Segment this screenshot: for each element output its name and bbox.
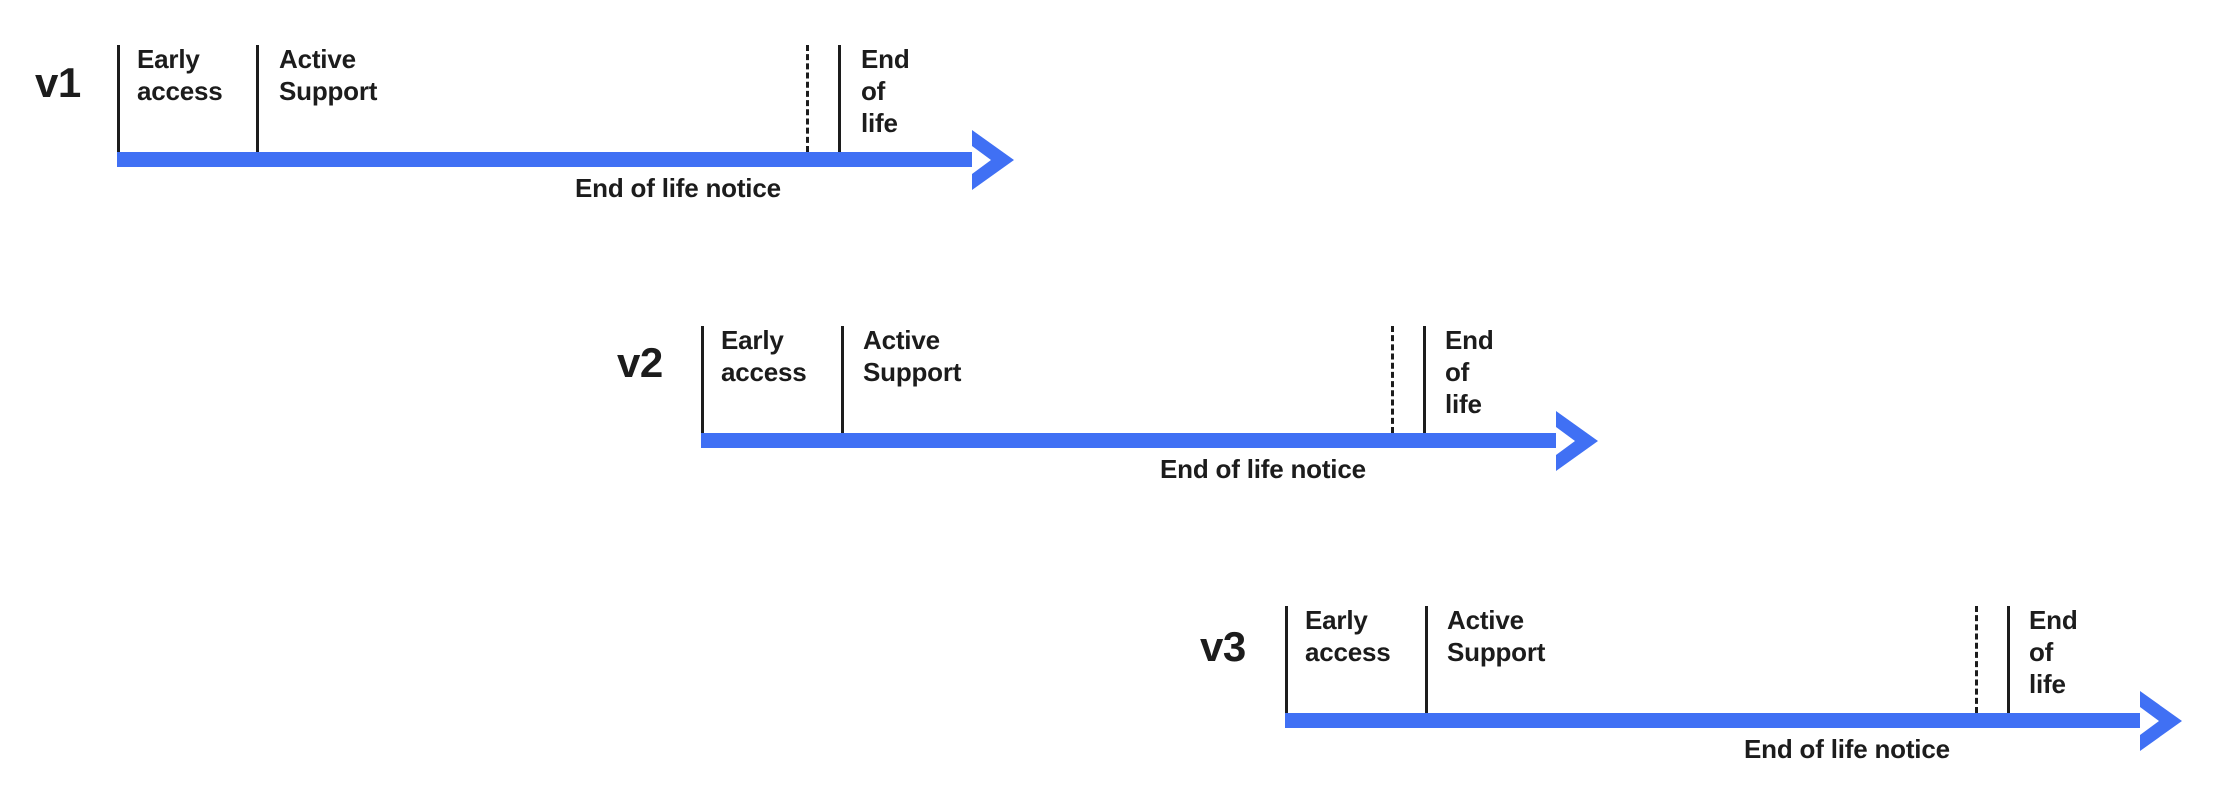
- phase-label: End of life: [1445, 325, 1494, 419]
- phase-divider-tick: [1425, 606, 1428, 713]
- end-of-life-notice-label: End of life notice: [1160, 454, 1366, 484]
- eol-notice-marker: [1391, 326, 1394, 433]
- version-label: v3: [1200, 623, 1246, 670]
- phase-divider-tick: [838, 45, 841, 152]
- phase-divider-tick: [841, 326, 844, 433]
- end-of-life-notice-label: End of life notice: [1744, 734, 1950, 764]
- phase-label: Active Support: [279, 44, 378, 106]
- phase-divider-tick: [1285, 606, 1288, 713]
- phase-label: Active Support: [1447, 605, 1546, 667]
- phase-divider-tick: [1423, 326, 1426, 433]
- phase-label: Early access: [721, 325, 807, 387]
- phase-divider-tick: [701, 326, 704, 433]
- phase-divider-tick: [256, 45, 259, 152]
- eol-notice-marker: [1975, 606, 1978, 713]
- timeline-arrow-icon: [2136, 689, 2188, 758]
- phase-divider-tick: [117, 45, 120, 152]
- phase-divider-tick: [2007, 606, 2010, 713]
- phase-label: End of life: [2029, 605, 2078, 699]
- timeline-arrow-icon: [968, 128, 1020, 197]
- timeline-bar: [1285, 713, 2140, 728]
- version-label: v1: [35, 59, 81, 106]
- phase-label: Early access: [1305, 605, 1391, 667]
- phase-label: Early access: [137, 44, 223, 106]
- version-label: v2: [617, 339, 663, 386]
- timeline-arrow-icon: [1552, 409, 1604, 478]
- eol-notice-marker: [806, 45, 809, 152]
- timeline-bar: [117, 152, 972, 167]
- end-of-life-notice-label: End of life notice: [575, 173, 781, 203]
- timeline-bar: [701, 433, 1556, 448]
- phase-label: End of life: [861, 44, 910, 138]
- phase-label: Active Support: [863, 325, 962, 387]
